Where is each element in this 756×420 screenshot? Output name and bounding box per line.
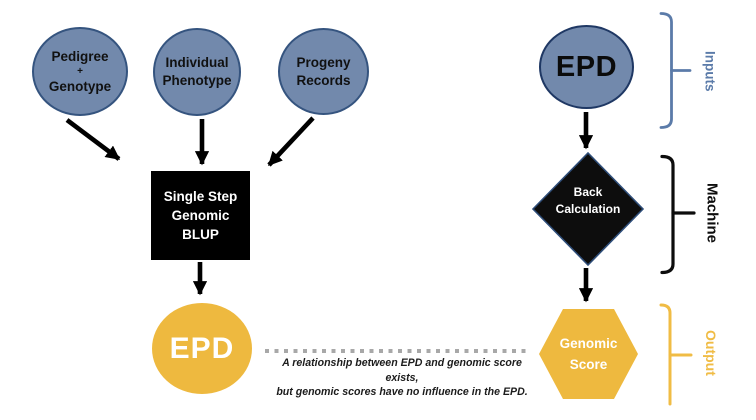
node-progeny-records: Progeny Records [278,28,369,115]
genomic-score-hexagon [539,309,638,399]
node-label-line: BLUP [182,227,219,242]
node-label-line: + [77,65,83,77]
legend-machine-label: Machine [703,182,721,243]
note-line-2: but genomic scores have no influence in … [276,386,528,398]
node-label-line: Individual [165,55,229,70]
node-label-line: Phenotype [162,73,232,88]
arrow-progeny-to-blup [267,116,315,167]
node-label-line: Pedigree [51,48,109,64]
inputs-bracket [659,12,692,129]
output-bracket [659,303,693,406]
relationship-note: A relationship between EPD and genomic s… [272,356,532,400]
node-label: EPD [555,50,618,83]
machine-bracket [660,154,696,275]
node-label-line: Progeny [296,54,351,70]
node-label-line: Genotype [48,78,112,94]
note-line-1: A relationship between EPD and genomic s… [282,357,522,384]
legend-output-label: Output [703,330,719,376]
node-epd-output: EPD [152,303,252,394]
node-label-line: Records [296,72,351,88]
node-individual-phenotype: Individual Phenotype [153,28,241,116]
node-label: EPD [169,331,235,365]
node-label-line: Genomic [171,208,230,223]
back-calculation-diamond [531,151,645,267]
node-single-step-genomic-blup: Single Step Genomic BLUP [151,171,250,260]
legend-inputs-label: Inputs [702,50,718,92]
node-epd-input: EPD [539,25,634,109]
node-pedigree-genotype: Pedigree + Genotype [32,27,128,116]
node-label-line: Single Step [163,189,238,204]
arrow-pedigree-to-blup [65,118,121,161]
